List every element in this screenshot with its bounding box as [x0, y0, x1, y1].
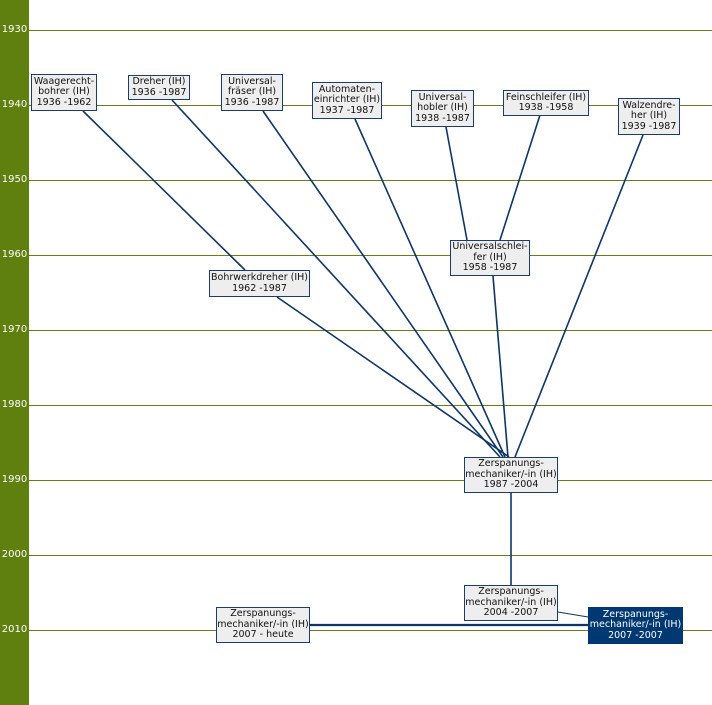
node-years: 1936 -1987	[224, 96, 280, 108]
year-label: 1970	[1, 324, 28, 335]
connector	[492, 275, 509, 458]
node-walzendreher[interactable]: Walzendre-her (IH)1939 -1987	[618, 98, 680, 135]
node-label: Universal-	[418, 91, 467, 103]
node-universalhobler[interactable]: Universal-hobler (IH)1938 -1987	[411, 90, 474, 127]
gridline	[29, 255, 712, 256]
node-label: Universalschlei-	[452, 241, 528, 253]
node-label: Bohrwerkdreher (IH)	[211, 272, 308, 283]
gridline	[29, 180, 712, 181]
node-label: mechaniker/-in (IH)	[217, 618, 309, 630]
node-years: 1962 -1987	[232, 282, 287, 294]
node-label: Zerspanungs-	[602, 608, 669, 620]
connector	[557, 611, 589, 618]
year-label: 1980	[1, 399, 28, 410]
node-label: Zerspanungs-	[478, 586, 544, 598]
gridline	[29, 405, 712, 406]
node-label: Walzendre-	[622, 99, 676, 111]
year-label: 1960	[1, 249, 28, 260]
node-label: mechaniker/-in (IH)	[589, 619, 682, 631]
year-label: 1950	[1, 174, 28, 185]
node-label: bohrer (IH)	[38, 86, 90, 98]
node-label: fräser (IH)	[227, 86, 277, 98]
node-label: Zerspanungs-	[230, 608, 296, 620]
connector	[354, 118, 506, 458]
connector	[276, 296, 510, 458]
node-zerspanung-heute[interactable]: Zerspanungs-mechaniker/-in (IH)2007 - he…	[216, 607, 310, 643]
connector	[262, 110, 504, 458]
node-label: Feinschleifer (IH)	[505, 91, 587, 103]
gridline	[29, 30, 712, 31]
year-label: 1990	[1, 474, 28, 485]
node-label: Universal-	[228, 75, 276, 87]
node-years: 2004 -2007	[483, 607, 539, 619]
node-feinschleifer[interactable]: Feinschleifer (IH)1938 -1958	[503, 90, 589, 116]
node-label: Zerspanungs-	[478, 458, 544, 470]
node-years: 1938 -1987	[415, 112, 470, 124]
node-label: Waagerecht-	[33, 75, 95, 87]
connector	[171, 99, 501, 458]
node-label: mechaniker/-in (IH)	[465, 468, 557, 480]
year-label: 1930	[1, 24, 28, 35]
node-years: 1939 -1987	[621, 120, 677, 132]
node-years: 1938 -1958	[518, 102, 574, 113]
node-label: her (IH)	[630, 110, 668, 122]
node-label: mechaniker/-in (IH)	[465, 596, 557, 608]
year-label: 2000	[1, 549, 28, 560]
gridline	[29, 480, 712, 481]
connector	[82, 110, 246, 271]
gridline	[29, 555, 712, 556]
node-years: 1937 -1987	[319, 104, 375, 116]
node-years: 1936 -1987	[131, 86, 187, 98]
year-label: 2010	[1, 624, 28, 635]
node-years: 1936 -1962	[36, 96, 92, 108]
year-axis	[0, 0, 29, 705]
node-label: einrichter (IH)	[313, 94, 381, 106]
node-bohrwerkdreher[interactable]: Bohrwerkdreher (IH)1962 -1987	[209, 270, 310, 297]
year-label: 1940	[1, 99, 28, 110]
node-zerspanung-2007-selected[interactable]: Zerspanungs-mechaniker/-in (IH)2007 -200…	[588, 607, 683, 644]
connector	[499, 114, 541, 241]
node-universalfraeser[interactable]: Universal-fräser (IH)1936 -1987	[221, 74, 283, 111]
node-universalschleifer[interactable]: Universalschlei-fer (IH)1958 -1987	[450, 240, 530, 276]
node-years: 2007 -2007	[608, 629, 663, 641]
connector	[514, 134, 644, 458]
node-label: Automaten-	[318, 83, 376, 95]
node-years: 1958 -1987	[462, 262, 518, 274]
gridline	[29, 630, 712, 631]
node-label: hobler (IH)	[417, 102, 468, 114]
gridline	[29, 330, 712, 331]
node-automateneinrichter[interactable]: Automaten-einrichter (IH)1937 -1987	[312, 82, 382, 119]
node-label: fer (IH)	[473, 251, 507, 263]
node-dreher[interactable]: Dreher (IH)1936 -1987	[128, 75, 190, 100]
node-label: Dreher (IH)	[132, 76, 186, 87]
node-zerspanung-2004[interactable]: Zerspanungs-mechaniker/-in (IH)2004 -200…	[464, 585, 558, 621]
connector	[445, 126, 468, 241]
node-waagerechtbohrer[interactable]: Waagerecht-bohrer (IH)1936 -1962	[31, 74, 97, 111]
node-years: 2007 - heute	[232, 629, 294, 641]
node-years: 1987 -2004	[483, 479, 539, 491]
node-zerspanung-1987[interactable]: Zerspanungs-mechaniker/-in (IH)1987 -200…	[464, 457, 558, 493]
